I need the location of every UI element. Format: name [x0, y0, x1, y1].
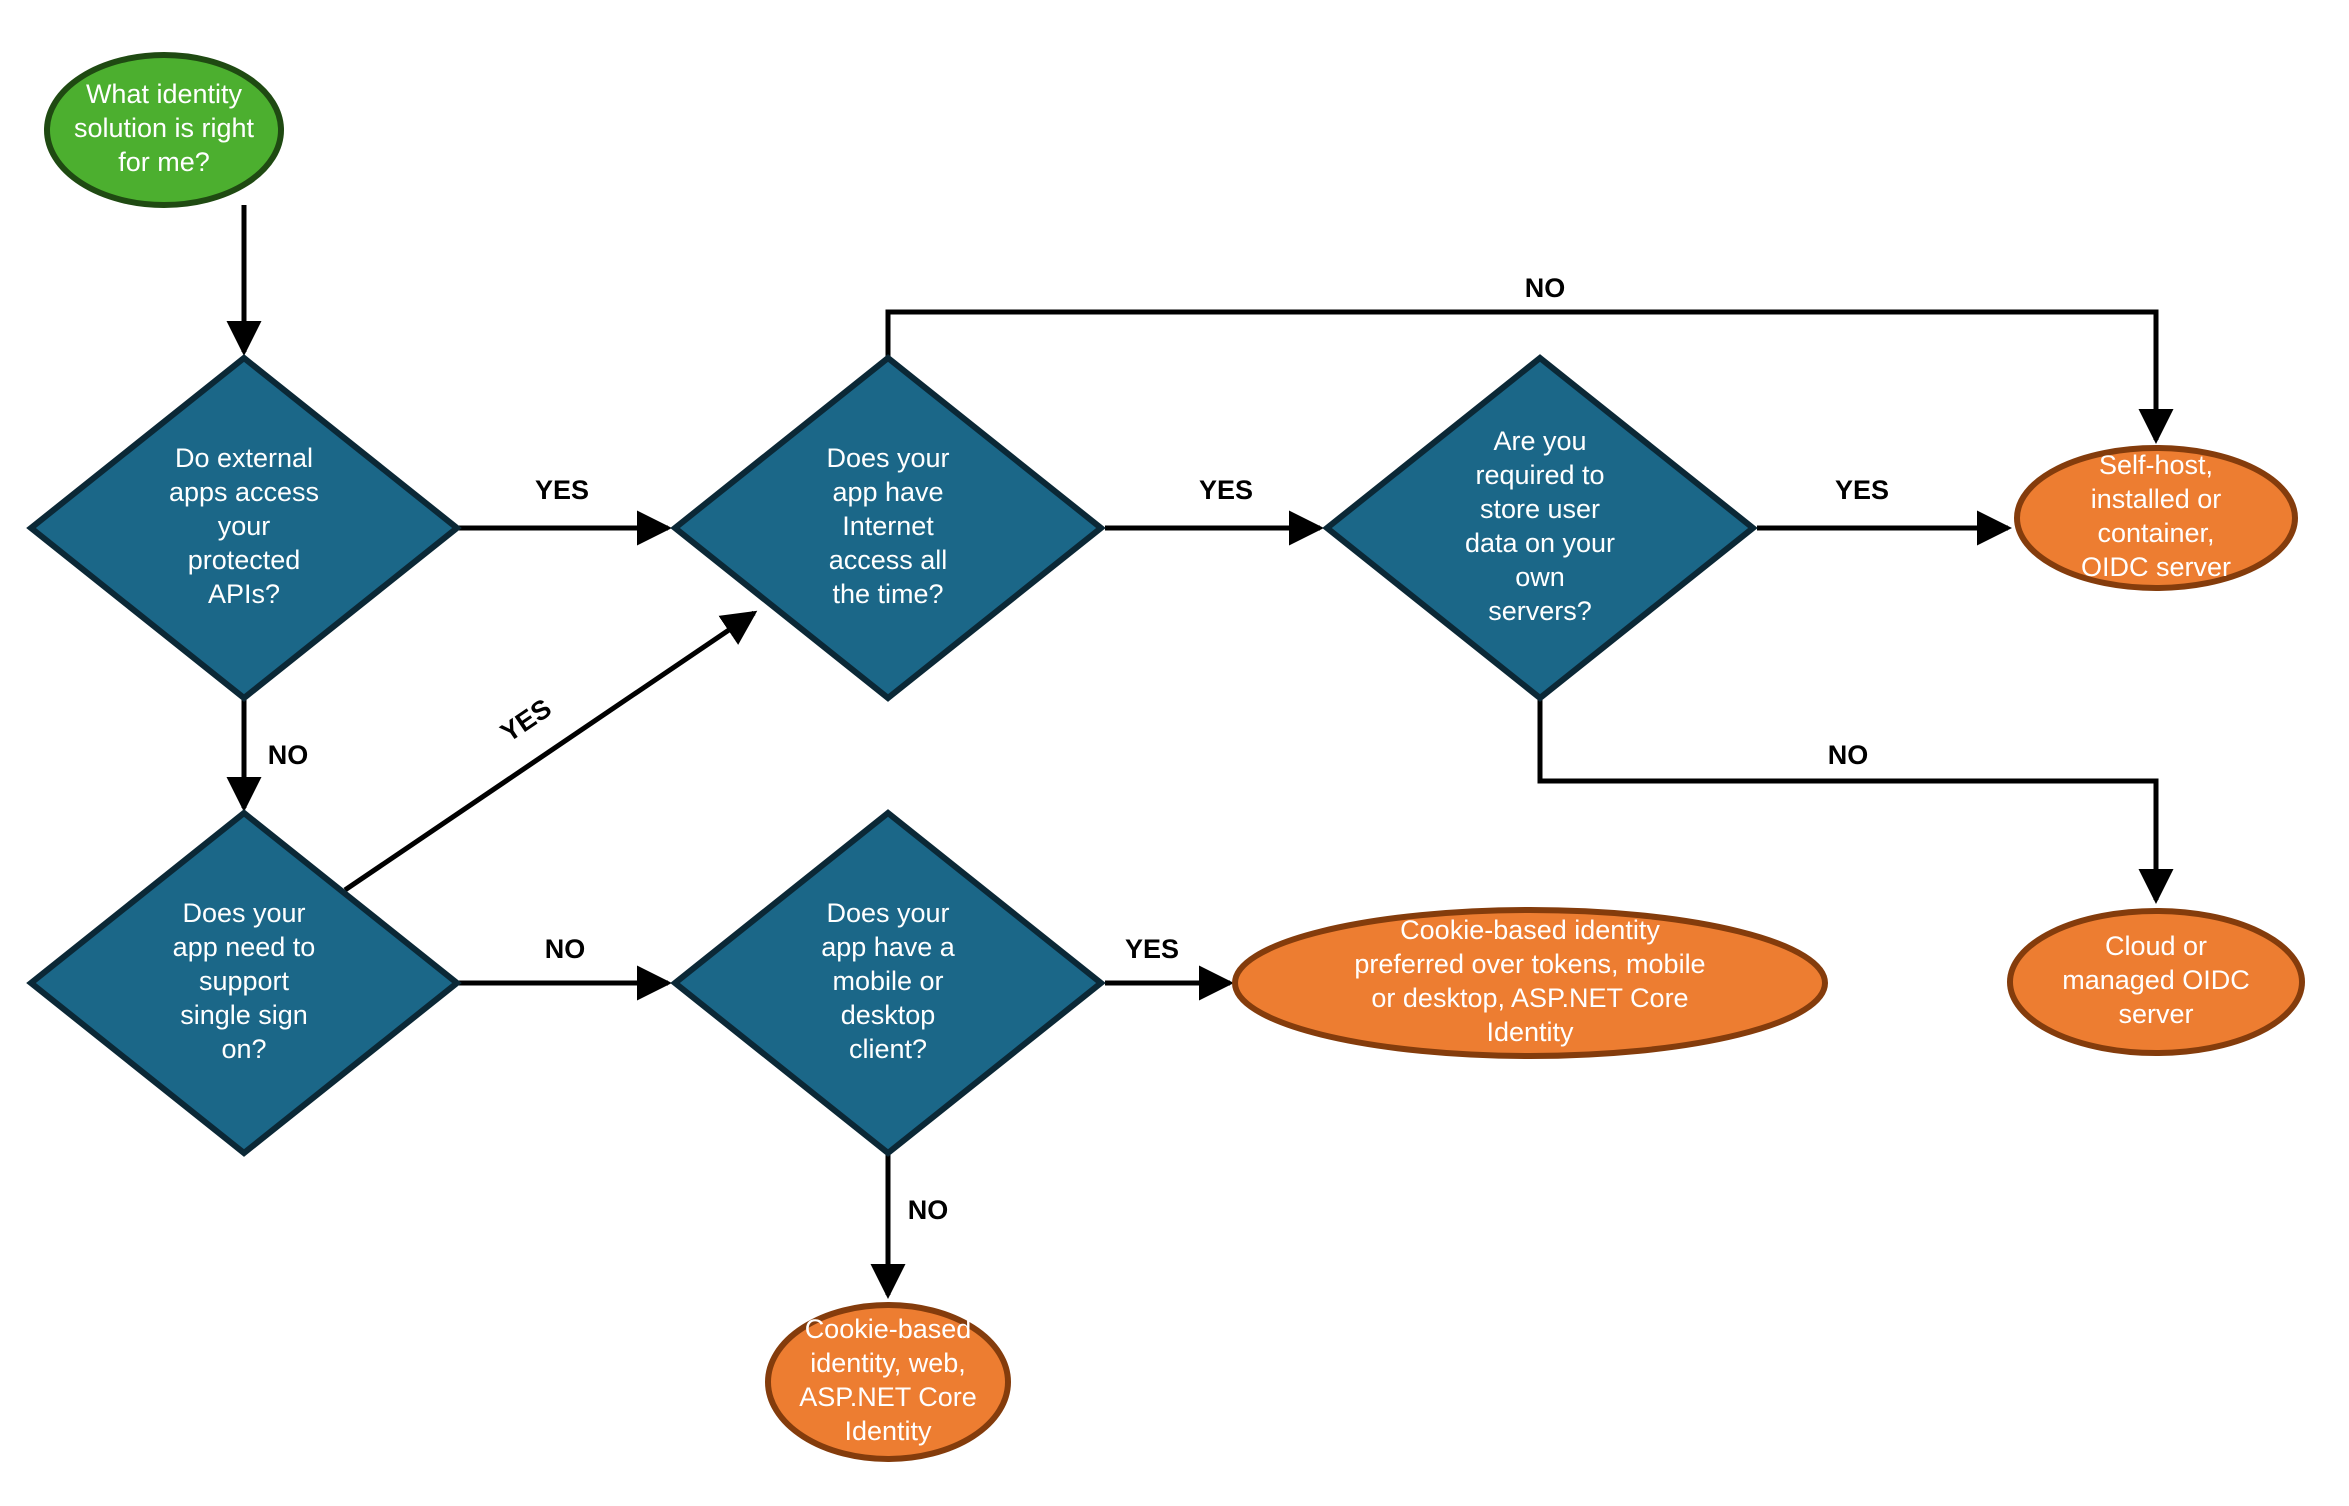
- edge-store-data-no-to-cloud-oidc-label: NO: [1828, 740, 1869, 770]
- edge-external-apps-yes-to-internet-label: YES: [535, 475, 589, 505]
- edge-client-yes-to-cookie-mobile-label: YES: [1125, 934, 1179, 964]
- edge-client-no-to-cookie-web-label: NO: [908, 1195, 949, 1225]
- edge-external-apps-no-to-sso-label: NO: [268, 740, 309, 770]
- decision-external-apps-apis-shape: [26, 354, 462, 702]
- edges-layer: [226, 205, 2174, 1300]
- decision-internet-access-shape: [670, 354, 1106, 702]
- edge-internet-no-to-self-host: [885, 309, 2174, 445]
- edge-labels-layer: YES NO YES NO YES NO YES NO YES NO: [268, 273, 1889, 1225]
- edge-store-data-yes-to-self-host-label: YES: [1835, 475, 1889, 505]
- edge-internet-no-to-self-host-label: NO: [1525, 273, 1566, 303]
- result-cookie-identity-web-shape: [765, 1302, 1011, 1462]
- edge-sso-yes-to-internet: [343, 610, 758, 893]
- result-self-host-oidc-shape: [2014, 445, 2298, 591]
- edge-sso-no-to-client-label: NO: [545, 934, 586, 964]
- result-cloud-managed-oidc-shape: [2007, 908, 2305, 1056]
- result-cookie-identity-mobile-desktop-shape: [1232, 907, 1828, 1059]
- decision-store-user-data-shape: [1322, 354, 1758, 702]
- edge-internet-yes-to-store-data-label: YES: [1199, 475, 1253, 505]
- decision-mobile-desktop-client-shape: [670, 809, 1106, 1157]
- decision-single-sign-on-shape: [26, 809, 462, 1157]
- start-node-shape: [44, 52, 284, 208]
- edge-sso-yes-to-internet-label: YES: [495, 693, 557, 748]
- edge-store-data-no-to-cloud-oidc: [1537, 700, 2174, 905]
